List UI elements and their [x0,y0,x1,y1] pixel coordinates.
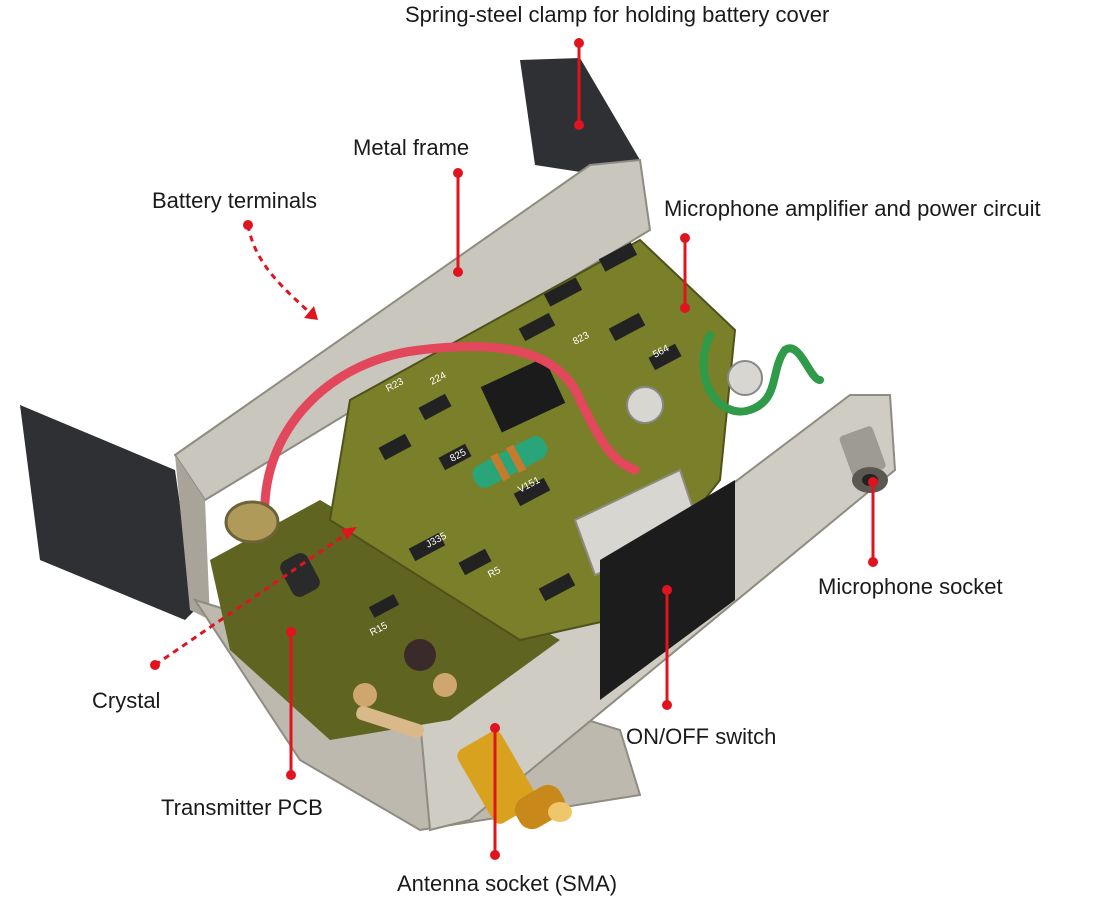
label-metal-frame: Metal frame [353,135,470,160]
label-clamp: Spring-steel clamp for holding battery c… [405,2,830,27]
label-crystal: Crystal [92,688,161,713]
antenna-sma-connector [457,731,572,830]
left-spring-clamp [20,405,195,620]
pcb-marking: R5 [486,565,503,581]
ic-chip [480,357,566,433]
leader-crystal [154,528,353,667]
metal-frame-side [175,455,210,620]
toroid [404,639,436,671]
label-battery-terminals: Battery terminals [152,188,318,213]
label-on-off-switch: ON/OFF switch [626,724,777,749]
label-transmitter-pcb: Transmitter PCB [161,795,323,820]
screw [626,386,664,424]
label-mic-socket: Microphone socket [818,574,1003,599]
leader-battery [246,224,320,322]
inductor-coil [472,436,548,488]
resistor [356,706,424,738]
smd-components [368,242,682,618]
battery-terminal [224,500,280,544]
red-wire [260,342,640,525]
label-antenna-socket: Antenna socket (SMA) [397,871,618,896]
trimmer [353,683,377,707]
green-wire [699,331,789,416]
label-mic-amplifier: Microphone amplifier and power circuit [664,196,1041,221]
crystal [280,553,320,597]
trimmer [433,673,457,697]
screw [727,360,763,396]
